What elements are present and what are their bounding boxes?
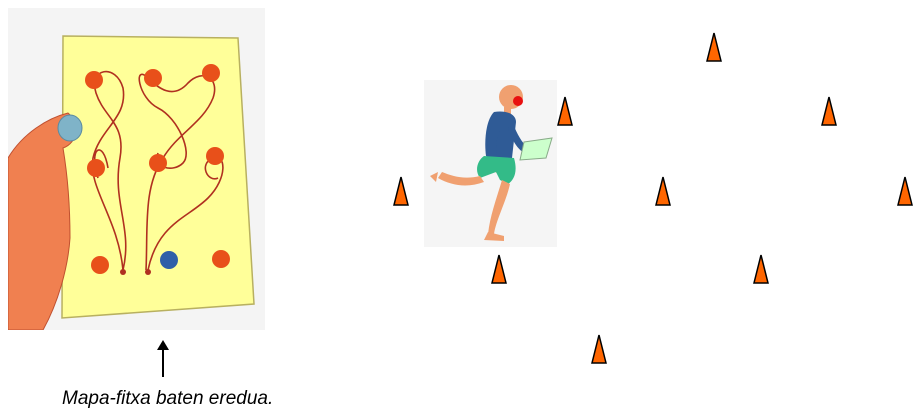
- cone-icon: [654, 176, 672, 206]
- map-card-illustration: [8, 8, 265, 330]
- cone-icon: [896, 176, 914, 206]
- cone-icon: [752, 254, 770, 284]
- cone-icon: [705, 32, 723, 62]
- arrow-up-icon: [155, 340, 171, 378]
- cone-icon: [490, 254, 508, 284]
- start-point: [160, 251, 178, 269]
- cone-icon: [392, 176, 410, 206]
- runner-illustration: [424, 80, 557, 247]
- caption: Mapa-fitxa baten eredua.: [62, 388, 273, 410]
- cone-icon: [590, 334, 608, 364]
- thumbnail: [58, 115, 82, 141]
- cone-icon: [556, 96, 574, 126]
- cone-icon: [820, 96, 838, 126]
